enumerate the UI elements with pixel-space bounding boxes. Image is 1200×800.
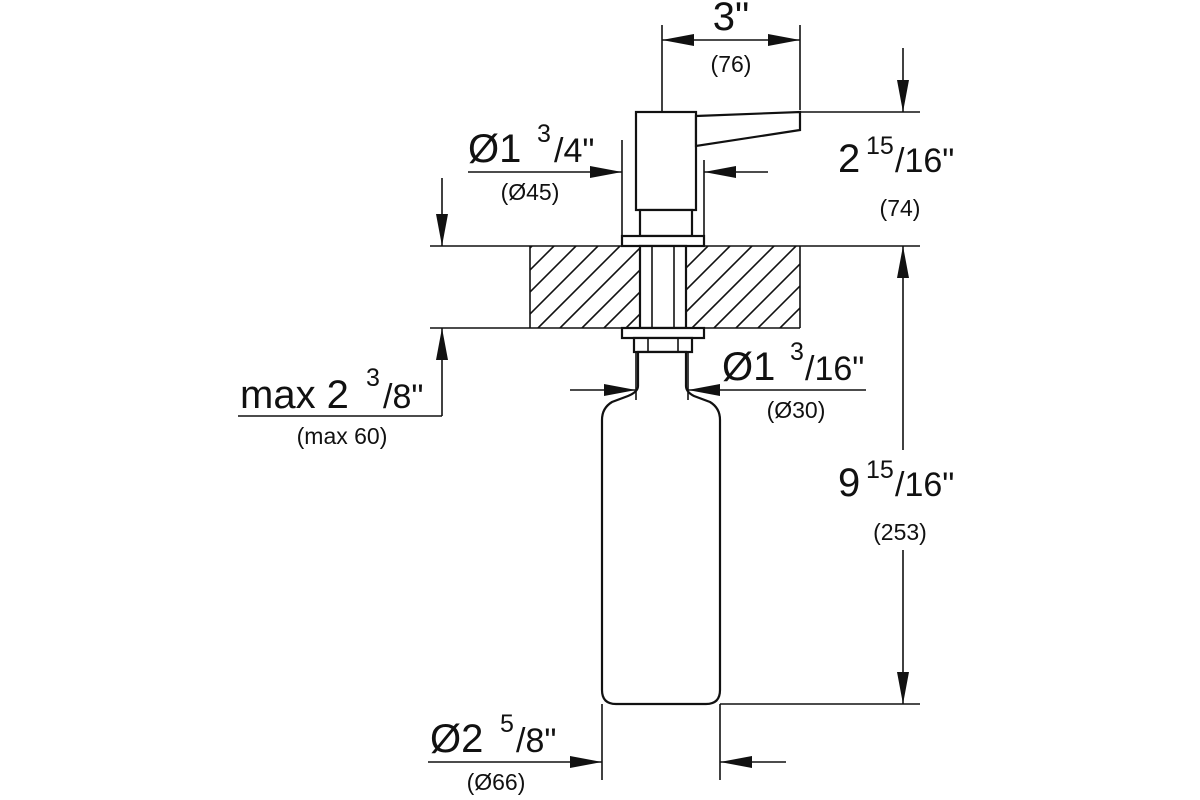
dim-num: 3 (537, 120, 551, 148)
dim-label-mm: (Ø30) (767, 397, 826, 423)
arrow-up (897, 246, 909, 278)
hatch-line (559, 246, 643, 328)
dim-label-mm: (max 60) (297, 423, 388, 449)
dim-den: /4" (554, 132, 594, 170)
hatch-line (713, 246, 797, 328)
hatch-line (802, 246, 884, 328)
dim-label-inch: Ø1 3 /16" (722, 338, 864, 389)
arrow-right (768, 34, 800, 46)
arrow-left (688, 384, 720, 396)
dim-num: 15 (866, 456, 894, 484)
arrow-down (436, 214, 448, 246)
hatch-line (868, 246, 950, 328)
dim-whole: Ø1 (468, 127, 521, 171)
dim-num: 5 (500, 710, 514, 738)
dim-whole: 9 (838, 461, 860, 505)
countertop-section (430, 245, 950, 329)
dim-num: 3 (790, 338, 804, 366)
shank (620, 244, 706, 354)
shank-tube (638, 244, 688, 330)
dim-label-mm: (Ø45) (501, 179, 560, 205)
dim-label-mm: (74) (880, 195, 921, 221)
lock-nut (632, 336, 694, 354)
dim-bottle-diameter: Ø2 5 /8" (Ø66) (428, 704, 786, 795)
head-neck (638, 208, 694, 238)
hatch-line (735, 262, 800, 328)
dim-counter-thickness: max 2 3 /8" (max 60) (238, 178, 448, 449)
dim-label-inch: 2 15 /16" (838, 132, 954, 181)
pump-head-body (634, 110, 698, 212)
bottle-outline (600, 350, 722, 706)
dim-label-inch: 9 15 /16" (838, 456, 954, 505)
dim-label-inch: 3" (713, 0, 749, 39)
hatch-line (530, 246, 577, 294)
dim-label-mm: (Ø66) (467, 769, 526, 795)
dim-bottle-height: 9 15 /16" (253) (720, 246, 954, 705)
arrow-left (662, 34, 694, 46)
top-flange (620, 234, 706, 248)
dim-label-inch: Ø2 5 /8" (430, 710, 556, 761)
dim-whole: max 2 (240, 373, 349, 417)
countertop-hatch (530, 246, 950, 328)
arrow-right (590, 166, 622, 178)
dim-head-diameter: Ø1 3 /4" (Ø45) (468, 120, 768, 236)
hatch-line (846, 246, 928, 328)
hatch-line (530, 246, 533, 250)
arrow-down (897, 672, 909, 704)
hatch-line (530, 246, 599, 316)
dim-head-height: 2 15 /16" (74) (800, 48, 954, 221)
arrow-left (704, 166, 736, 178)
dim-whole: Ø2 (430, 717, 483, 761)
hatch-line (530, 246, 555, 272)
bottle (600, 350, 722, 706)
dispenser-head (620, 110, 802, 248)
arrow-up (436, 328, 448, 360)
hatch-line (757, 284, 800, 328)
dim-num: 3 (366, 364, 380, 392)
dim-num: 15 (866, 132, 894, 160)
spout (694, 110, 802, 148)
dim-den: /16" (895, 466, 954, 504)
dim-width-top: 3" (76) (661, 0, 801, 112)
dim-shank-diameter: Ø1 3 /16" (Ø30) (570, 338, 866, 423)
dim-whole: 2 (838, 137, 860, 181)
dim-label-inch: max 2 3 /8" (240, 364, 423, 417)
hatch-line (779, 306, 800, 328)
dim-label-inch: Ø1 3 /4" (468, 120, 594, 171)
bottom-washer (620, 326, 706, 340)
dim-den: /8" (383, 378, 423, 416)
dim-den: /8" (516, 722, 556, 760)
dim-den: /16" (895, 142, 954, 180)
hatch-line (691, 246, 775, 328)
dim-whole: Ø1 (722, 345, 775, 389)
hatch-line (824, 246, 906, 328)
dim-label-mm: (76) (711, 51, 752, 77)
arrow-down (897, 80, 909, 112)
dim-label-mm: (253) (873, 519, 927, 545)
dim-den: /16" (805, 350, 864, 388)
hatch-line (537, 246, 621, 328)
arrow-right (570, 756, 602, 768)
arrow-left (720, 756, 752, 768)
arrow-right (604, 384, 636, 396)
